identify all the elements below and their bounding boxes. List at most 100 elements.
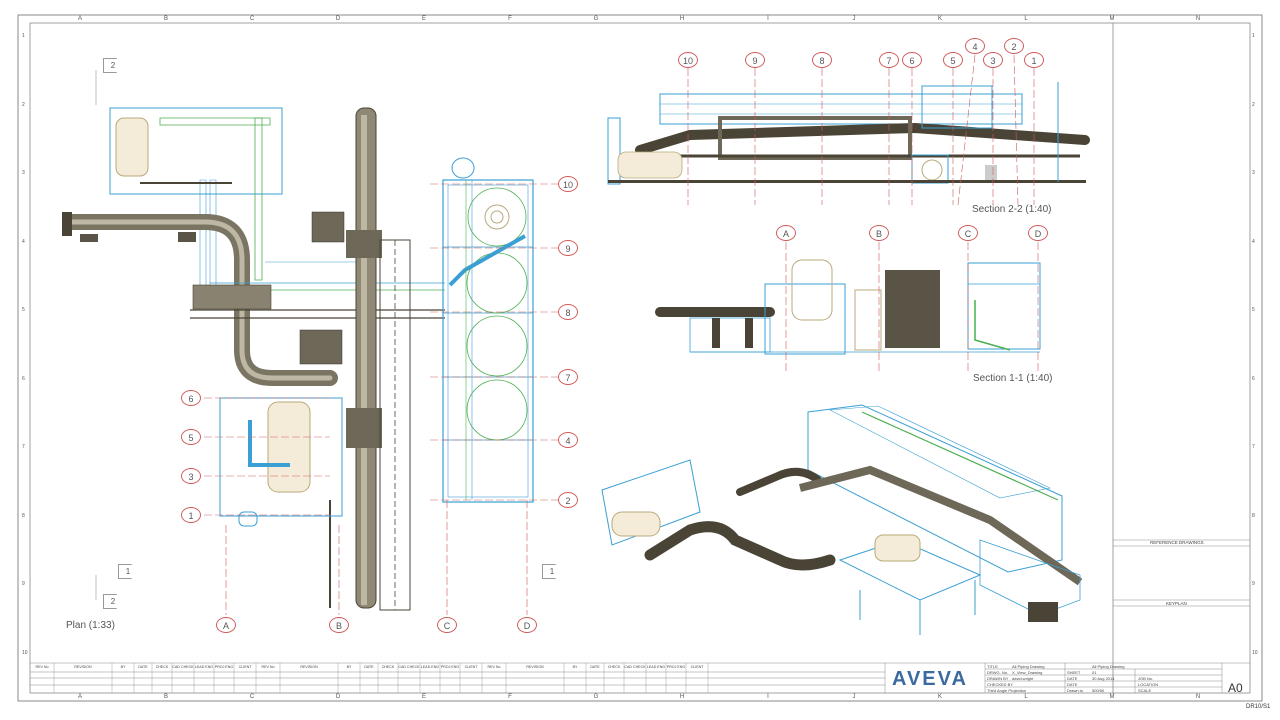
rev-header-8: CLIENT	[238, 665, 252, 669]
grid-col-I: I	[767, 694, 769, 700]
rev-header-6: LEAD ENG	[194, 665, 214, 669]
grid-row-4: 4	[22, 239, 25, 245]
grid-row-8: 8	[22, 513, 25, 519]
tb-key2-2: DATE	[1067, 676, 1078, 681]
tb-value2-0: All Piping Drawing	[1092, 664, 1125, 669]
grid-row-7: 7	[22, 444, 25, 450]
plan-bubble-7: 7	[558, 369, 578, 385]
rev-header-0: REV No	[261, 665, 275, 669]
grid-row-6: 6	[22, 376, 25, 382]
grid-row-9: 9	[22, 581, 25, 587]
aveva-logo: AVEVA	[892, 668, 968, 690]
plan-bubble-10: 10	[558, 176, 578, 192]
rev-header-0: REV No	[35, 665, 49, 669]
section22-bubble-9: 9	[745, 52, 765, 68]
grid-col-J: J	[852, 16, 856, 22]
plan-bubble-2: 2	[558, 492, 578, 508]
grid-col-A: A	[77, 16, 82, 22]
grid-row-7: 7	[1252, 444, 1255, 450]
rev-header-2: BY	[120, 665, 126, 669]
grid-col-G: G	[593, 16, 599, 22]
inner-border	[29, 22, 1251, 694]
grid-col-H: H	[679, 16, 685, 22]
plan-gridlines	[204, 183, 558, 615]
rev-header-7: PROJ ENG	[214, 665, 234, 669]
tb-value-1: X_View_Drawing	[1012, 670, 1043, 675]
section-1-1-view	[655, 259, 1041, 355]
plan-bubble-B: B	[329, 617, 349, 633]
plan-view	[62, 107, 534, 611]
grid-col-N: N	[1195, 694, 1201, 700]
grid-col-C: C	[249, 16, 255, 22]
tb-key-4: Third Angle Projection	[987, 688, 1027, 693]
reference-drawings-label: REFERENCE DRAWINGS	[1150, 540, 1204, 545]
tb-key-3: CHECKED BY	[987, 682, 1014, 687]
tb-key3-3: LOCATION	[1138, 682, 1159, 687]
tank-frame-plan	[442, 179, 534, 503]
tb-key2-3: DATE	[1067, 682, 1078, 687]
grid-col-L: L	[1024, 16, 1028, 22]
grid-col-N: N	[1195, 16, 1201, 22]
grid-col-E: E	[421, 16, 426, 22]
tb-key-1: DRWG. No.	[987, 670, 1009, 675]
grid-row-2: 2	[1252, 102, 1255, 108]
tb-value-0: All Piping Drawing	[1012, 664, 1045, 669]
grid-col-B: B	[163, 694, 168, 700]
section-2-2-view	[607, 82, 1090, 185]
grid-col-H: H	[679, 694, 685, 700]
rev-header-8: CLIENT	[464, 665, 478, 669]
section22-bubble-1: 1	[1024, 52, 1044, 68]
grid-col-K: K	[937, 694, 942, 700]
grid-row-10: 10	[22, 650, 28, 656]
grid-row-5: 5	[1252, 307, 1255, 313]
grid-row-6: 6	[1252, 376, 1255, 382]
keyplan-label: KEYPLAN	[1166, 601, 1187, 606]
plan-bubble-D: D	[517, 617, 537, 633]
section22-bubble-7: 7	[879, 52, 899, 68]
sheet-size: A0	[1228, 681, 1243, 695]
section-arrow-1: 1	[118, 564, 137, 579]
tb-key3-2: JOB No.	[1138, 676, 1154, 681]
section22-title: Section 2-2 (1:40)	[972, 204, 1052, 215]
rev-header-3: DATE	[138, 665, 148, 669]
tb-key2-4: Drawn to	[1067, 688, 1084, 693]
rev-header-7: PROJ ENG	[440, 665, 460, 669]
tb-key2-1: SHEET	[1067, 670, 1081, 675]
section22-bubble-4: 4	[965, 38, 985, 54]
rev-header-6: LEAD ENG	[420, 665, 440, 669]
grid-col-D: D	[335, 16, 341, 22]
section11-bubble-B: B	[869, 225, 889, 241]
grid-col-F: F	[508, 694, 512, 700]
grid-row-4: 4	[1252, 239, 1255, 245]
rev-header-8: CLIENT	[690, 665, 704, 669]
section22-bubble-10: 10	[678, 52, 698, 68]
rev-header-2: BY	[346, 665, 352, 669]
plan-bubble-4: 4	[558, 432, 578, 448]
section22-bubble-8: 8	[812, 52, 832, 68]
grid-col-M: M	[1109, 694, 1115, 700]
rev-header-5: CAD CHECK	[398, 665, 420, 669]
section22-gridlines	[687, 54, 1035, 206]
rev-header-6: LEAD ENG	[646, 665, 666, 669]
vessel-horizontal	[115, 117, 149, 177]
section11-title: Section 1-1 (1:40)	[973, 373, 1053, 384]
rev-header-4: CHECK	[607, 665, 621, 669]
tb-value2-2: 30 Aug 2014	[1092, 676, 1115, 681]
outer-border	[17, 14, 1263, 702]
tb-value2-1: 01	[1092, 670, 1097, 675]
rev-header-4: CHECK	[381, 665, 395, 669]
rev-header-1: REVISION	[300, 665, 318, 669]
grid-row-1: 1	[1252, 33, 1255, 39]
section-arrow-2: 2	[103, 594, 122, 609]
vessel-lower	[267, 401, 311, 493]
section22-bubble-6: 6	[902, 52, 922, 68]
grid-row-3: 3	[22, 170, 25, 176]
plan-bubble-5: 5	[181, 429, 201, 445]
rev-header-5: CAD CHECK	[624, 665, 646, 669]
grid-row-5: 5	[22, 307, 25, 313]
section11-bubble-A: A	[776, 225, 796, 241]
tb-key3-4: SCALE	[1138, 688, 1152, 693]
tb-value2-4: 500/50	[1092, 688, 1105, 693]
